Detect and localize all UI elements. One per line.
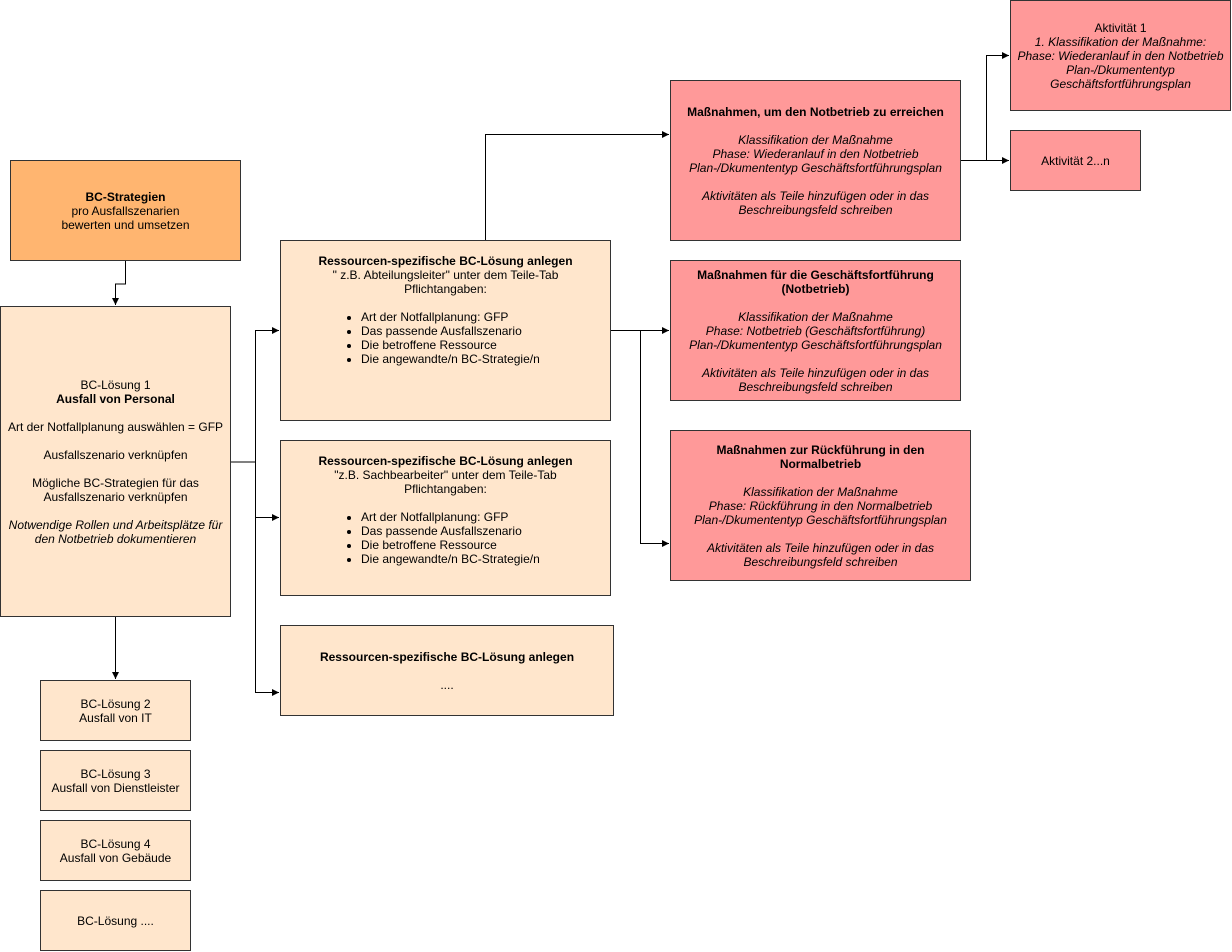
activity-2-box[interactable]: Aktivität 2...n [1010,130,1141,191]
measure-activities-note: Beschreibungsfeld schreiben [738,202,893,217]
measure-phase: Phase: Notbetrieb (Geschäftsfortführung) [705,323,926,338]
activity-1-box[interactable]: Aktivität 1 1. Klassifikation der Maßnah… [1010,0,1231,111]
list-item: Art der Notfallplanung: GFP [361,310,540,324]
edge-resource1-to-measure3 [640,330,669,547]
solution-number: BC-Lösung 3 [80,766,151,781]
activity-text: Phase: Wiederanlauf in den Notbetrieb [1017,48,1224,63]
solution-1-text: Art der Notfallplanung auswählen = GFP [7,419,224,434]
activity-text: Geschäftsfortführungsplan [1050,76,1191,91]
solution-number: BC-Lösung 4 [80,836,151,851]
solution-4-box[interactable]: BC-Lösung 4 Ausfall von Gebäude [40,820,191,881]
solution-1-box[interactable]: BC-Lösung 1 Ausfall von Personal Art der… [0,306,231,617]
measure-recovery-box[interactable]: Maßnahmen zur Rückführung in den Normalb… [670,430,971,581]
strategies-box[interactable]: BC-Strategien pro Ausfallszenarien bewer… [10,160,241,261]
edge-measure1-to-activity1 [961,52,1009,161]
solution-3-box[interactable]: BC-Lösung 3 Ausfall von Dienstleister [40,750,191,811]
list-item: Die angewandte/n BC-Strategie/n [361,552,540,566]
measure-title: (Notbetrieb) [781,281,850,296]
resource-solution-ellipsis: .... [440,677,454,692]
activity-text: 1. Klassifikation der Maßnahme: [1034,34,1207,49]
solution-number: BC-Lösung .... [77,913,154,928]
measure-title: Maßnahmen, um den Notbetrieb zu erreiche… [687,104,944,119]
list-item: Die angewandte/n BC-Strategie/n [361,352,540,366]
required-fields-list: Art der Notfallplanung: GFP Das passende… [343,310,540,366]
measure-activities-note: Beschreibungsfeld schreiben [743,554,898,569]
list-item: Die betroffene Ressource [361,538,540,552]
strategies-line: bewerten und umsetzen [61,217,190,232]
required-fields-list: Art der Notfallplanung: GFP Das passende… [343,510,540,566]
list-item: Art der Notfallplanung: GFP [361,510,540,524]
resource-solution-title: Ressourcen-spezifische BC-Lösung anlegen [319,649,575,664]
strategies-title: BC-Strategien [85,189,166,204]
edge-strategies-to-solution1 [112,261,126,305]
activity-title: Aktivität 2...n [1041,153,1110,168]
resource-solution-1-box[interactable]: Ressourcen-spezifische BC-Lösung anlegen… [280,240,611,421]
measure-phase: Phase: Rückführung in den Normalbetrieb [708,498,933,513]
edge-resource1-to-measure1 [485,131,669,240]
measure-doctype: Plan-/Dkumententyp Geschäftsfortführungs… [689,160,942,175]
resource-solution-title: Ressourcen-spezifische BC-Lösung anlegen [318,254,573,268]
edge-solution1-to-resource2 [255,462,279,521]
resource-solution-required: Pflichtangaben: [404,482,487,496]
resource-solution-example: "z.B. Sachbearbeiter" unter dem Teile-Ta… [334,468,557,482]
resource-solution-2-box[interactable]: Ressourcen-spezifische BC-Lösung anlegen… [280,440,611,596]
measure-activities-note: Aktivitäten als Teile hinzufügen oder in… [701,365,930,380]
solution-1-note: Notwendige Rollen und Arbeitsplätze für [8,517,223,532]
list-item: Das passende Ausfallszenario [361,324,540,338]
edge-solution1-to-resource1 [231,327,279,463]
measure-title: Maßnahmen zur Rückführung in den Normalb… [716,442,925,471]
measure-phase: Phase: Wiederanlauf in den Notbetrieb [712,146,919,161]
measure-emergency-box[interactable]: Maßnahmen, um den Notbetrieb zu erreiche… [670,80,961,241]
measure-activities-note: Aktivitäten als Teile hinzufügen oder in… [706,540,935,555]
resource-solution-title: Ressourcen-spezifische BC-Lösung anlegen [318,454,573,468]
measure-activities-note: Beschreibungsfeld schreiben [738,379,893,394]
solution-more-box[interactable]: BC-Lösung .... [40,890,191,951]
measure-classification: Klassifikation der Maßnahme [738,309,893,324]
solution-2-box[interactable]: BC-Lösung 2 Ausfall von IT [40,680,191,741]
solution-1-title: Ausfall von Personal [56,391,175,406]
measure-title: Maßnahmen für die Geschäftsfortführung [697,267,934,282]
measure-classification: Klassifikation der Maßnahme [743,484,898,499]
resource-solution-example: " z.B. Abteilungsleiter" unter dem Teile… [332,268,559,282]
solution-title: Ausfall von Gebäude [59,850,172,865]
solution-1-number: BC-Lösung 1 [80,377,151,392]
measure-doctype: Plan-/Dkumententyp Geschäftsfortführungs… [694,512,947,527]
measure-activities-note: Aktivitäten als Teile hinzufügen oder in… [701,188,930,203]
resource-solution-required: Pflichtangaben: [404,282,487,296]
resource-solution-3-box[interactable]: Ressourcen-spezifische BC-Lösung anlegen… [280,625,614,716]
solution-1-text: Mögliche BC-Strategien für das [32,475,199,490]
solution-1-text: Ausfallszenario verknüpfen [43,447,188,462]
activity-text: Plan-/Dkumententyp [1066,62,1175,77]
solution-title: Ausfall von IT [79,710,152,725]
strategies-line: pro Ausfallszenarien [71,203,180,218]
solution-number: BC-Lösung 2 [80,696,151,711]
measure-doctype: Plan-/Dkumententyp Geschäftsfortführungs… [689,337,942,352]
list-item: Die betroffene Ressource [361,338,540,352]
solution-1-note: den Notbetrieb dokumentieren [34,531,197,546]
solution-title: Ausfall von Dienstleister [51,780,180,795]
activity-title: Aktivität 1 [1094,20,1147,35]
measure-continuity-box[interactable]: Maßnahmen für die Geschäftsfortführung (… [670,260,961,401]
measure-classification: Klassifikation der Maßnahme [738,132,893,147]
edge-solution1-to-resource3 [255,517,279,696]
list-item: Das passende Ausfallszenario [361,524,540,538]
solution-1-text: Ausfallszenario verknüpfen [43,489,188,504]
